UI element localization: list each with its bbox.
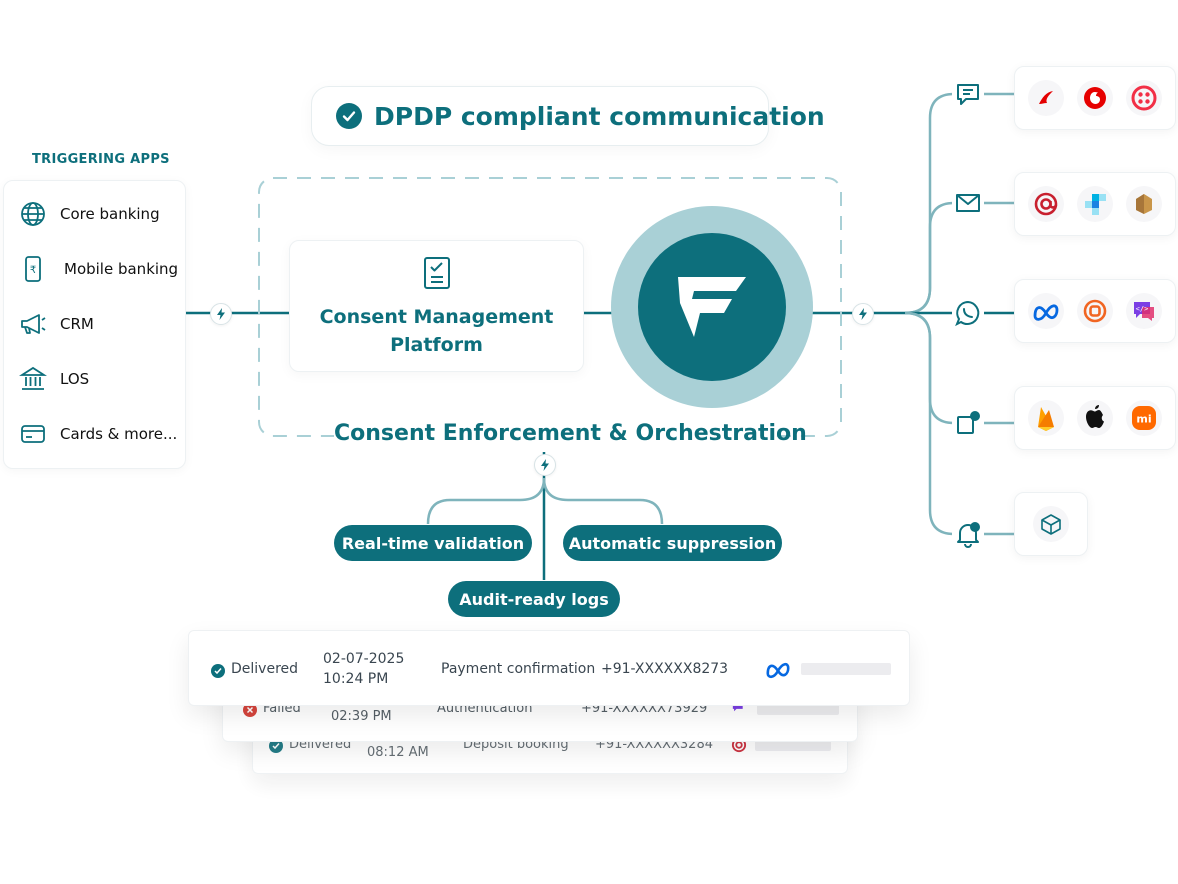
svg-text:</>: </> [1136,305,1149,313]
triggering-apps-panel: Core banking ₹ Mobile banking CRM LOS Ca… [3,180,186,469]
twilio-logo-icon [1126,80,1163,116]
meta-logo-icon [1027,293,1064,329]
log-placeholder-bar [801,663,891,675]
enforcement-label: Consent Enforcement & Orchestration [334,416,807,452]
bolt-icon [210,303,232,325]
app-item-label: CRM [60,315,94,333]
app-item-mobile-banking: ₹ Mobile banking [18,254,178,284]
check-circle-icon [269,739,283,753]
check-circle-icon [336,103,362,129]
automatic-suppression-pill: Automatic suppression [563,525,782,561]
card-icon [18,419,48,449]
ring-logo-icon [1076,293,1113,329]
triggering-apps-heading: TRIGGERING APPS [32,152,170,167]
svg-text:mi: mi [1137,413,1152,426]
xiaomi-logo-icon: mi [1126,400,1163,436]
consent-management-card: Consent Management Platform [289,240,584,372]
brand-f-logo-icon [678,277,746,337]
log-phone: +91-XXXXXX8273 [601,661,729,677]
whatsapp-icon [952,297,984,329]
page-title: DPDP compliant communication [374,101,825,131]
rupee-phone-icon: ₹ [18,254,48,284]
bell-providers-card [1014,492,1088,556]
log-time: 08:12 AM [367,745,429,760]
sendgrid-logo-icon [1076,186,1113,222]
sms-icon [952,78,984,110]
app-item-crm: CRM [18,309,94,339]
meta-logo-icon [765,659,791,683]
log-time: 02:39 PM [331,709,392,724]
compliance-banner: DPDP compliant communication [311,86,825,146]
app-item-label: LOS [60,370,90,388]
email-providers-card [1014,172,1176,236]
log-placeholder-bar [755,739,831,751]
log-status: Delivered [211,661,298,678]
push-providers-card: mi [1014,386,1176,450]
apple-logo-icon [1076,400,1113,436]
log-message: Payment confirmation [441,661,596,677]
bell-icon [952,518,984,550]
checklist-icon [422,255,452,295]
brand-logo [638,233,786,381]
push-notification-icon [952,407,984,439]
app-item-label: Core banking [60,205,160,223]
audit-logs-pill: Audit-ready logs [448,581,620,617]
whatsapp-providers-card: </> [1014,279,1176,343]
bolt-icon [534,454,556,476]
log-date: 02-07-2025 [323,651,405,667]
log-placeholder-bar [757,703,839,715]
megaphone-icon [18,309,48,339]
app-item-los: LOS [18,364,89,394]
email-icon [952,187,984,219]
svg-text:₹: ₹ [30,265,36,276]
package-logo-icon [1033,506,1069,542]
mailchimp-logo-icon [1126,186,1163,222]
app-item-label: Mobile banking [64,260,179,278]
airtel-logo-icon [1027,80,1064,116]
app-item-core-banking: Core banking [18,199,160,229]
consent-management-title: Consent Management Platform [320,303,554,359]
title-line-2: Platform [390,334,483,356]
globe-icon [18,199,48,229]
app-item-label: Cards & more... [60,425,178,443]
code-chat-logo-icon: </> [1126,293,1163,329]
app-item-cards: Cards & more... [18,419,177,449]
bank-icon [18,364,48,394]
log-row-front: Delivered 02-07-2025 10:24 PM Payment co… [188,630,910,706]
log-time: 10:24 PM [323,671,389,687]
title-line-1: Consent Management [319,306,554,328]
vodafone-logo-icon [1076,80,1113,116]
realtime-validation-pill: Real-time validation [334,525,532,561]
at-sign-logo-icon [1027,186,1064,222]
firebase-logo-icon [1027,400,1064,436]
x-circle-icon [243,703,257,717]
sms-providers-card [1014,66,1176,130]
bolt-icon [852,303,874,325]
check-circle-icon [211,664,225,678]
